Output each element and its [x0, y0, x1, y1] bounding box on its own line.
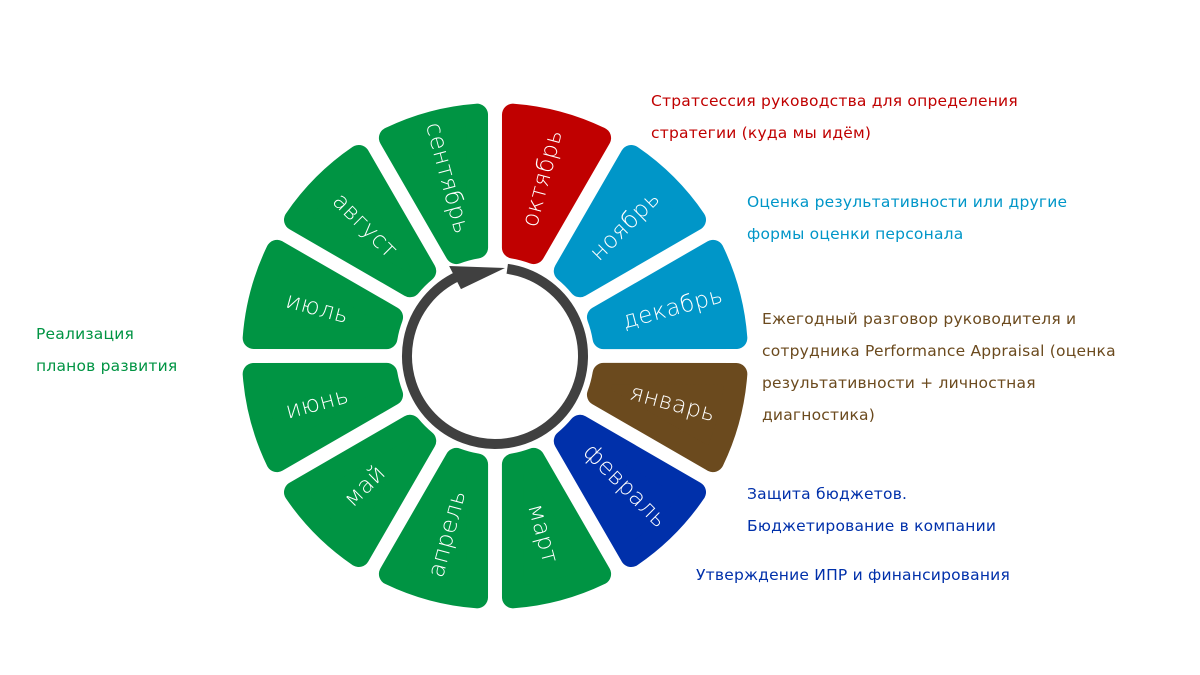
note-november-line-1: Оценка результативности или другие: [747, 193, 1068, 211]
note-february: Защита бюджетов. Бюджетирование в компан…: [747, 478, 996, 542]
note-summer-line-1: Реализация: [36, 325, 135, 343]
segment-ноябрь: ноябрь: [553, 144, 707, 298]
note-summer-line-2: планов развития: [36, 357, 178, 375]
cycle-arrow-icon: [402, 263, 588, 449]
note-november: Оценка результативности или другие формы…: [747, 186, 1067, 250]
note-january-line-4: диагностика): [762, 406, 875, 424]
segment-апрель: апрель: [378, 447, 489, 609]
segment-октябрь: октябрь: [501, 103, 612, 265]
note-november-line-2: формы оценки персонала: [747, 225, 964, 243]
note-march: Утверждение ИПР и финансирования: [696, 559, 1010, 591]
note-january-line-3: результативности + личностная: [762, 374, 1036, 392]
note-october: Стратсессия руководства для определения …: [651, 85, 1018, 149]
note-january-line-2: сотрудника Performance Appraisal (оценка: [762, 342, 1116, 360]
segment-июнь: июнь: [242, 362, 404, 473]
segment-декабрь: декабрь: [586, 239, 748, 350]
segment-июль: июль: [242, 239, 404, 350]
segment-август: август: [283, 144, 437, 298]
note-october-line-1: Стратсессия руководства для определения: [651, 92, 1018, 110]
note-january: Ежегодный разговор руководителя и сотруд…: [762, 303, 1116, 431]
segment-январь: январь: [586, 362, 748, 473]
segment-май: май: [283, 414, 437, 568]
note-february-line-1: Защита бюджетов.: [747, 485, 908, 503]
segment-март: март: [501, 447, 612, 609]
note-march-line-1: Утверждение ИПР и финансирования: [696, 566, 1010, 584]
note-october-line-2: стратегии (куда мы идём): [651, 124, 872, 142]
note-summer: Реализация планов развития: [36, 318, 177, 382]
note-january-line-1: Ежегодный разговор руководителя и: [762, 310, 1077, 328]
segment-сентябрь: сентябрь: [378, 103, 489, 265]
note-february-line-2: Бюджетирование в компании: [747, 517, 997, 535]
